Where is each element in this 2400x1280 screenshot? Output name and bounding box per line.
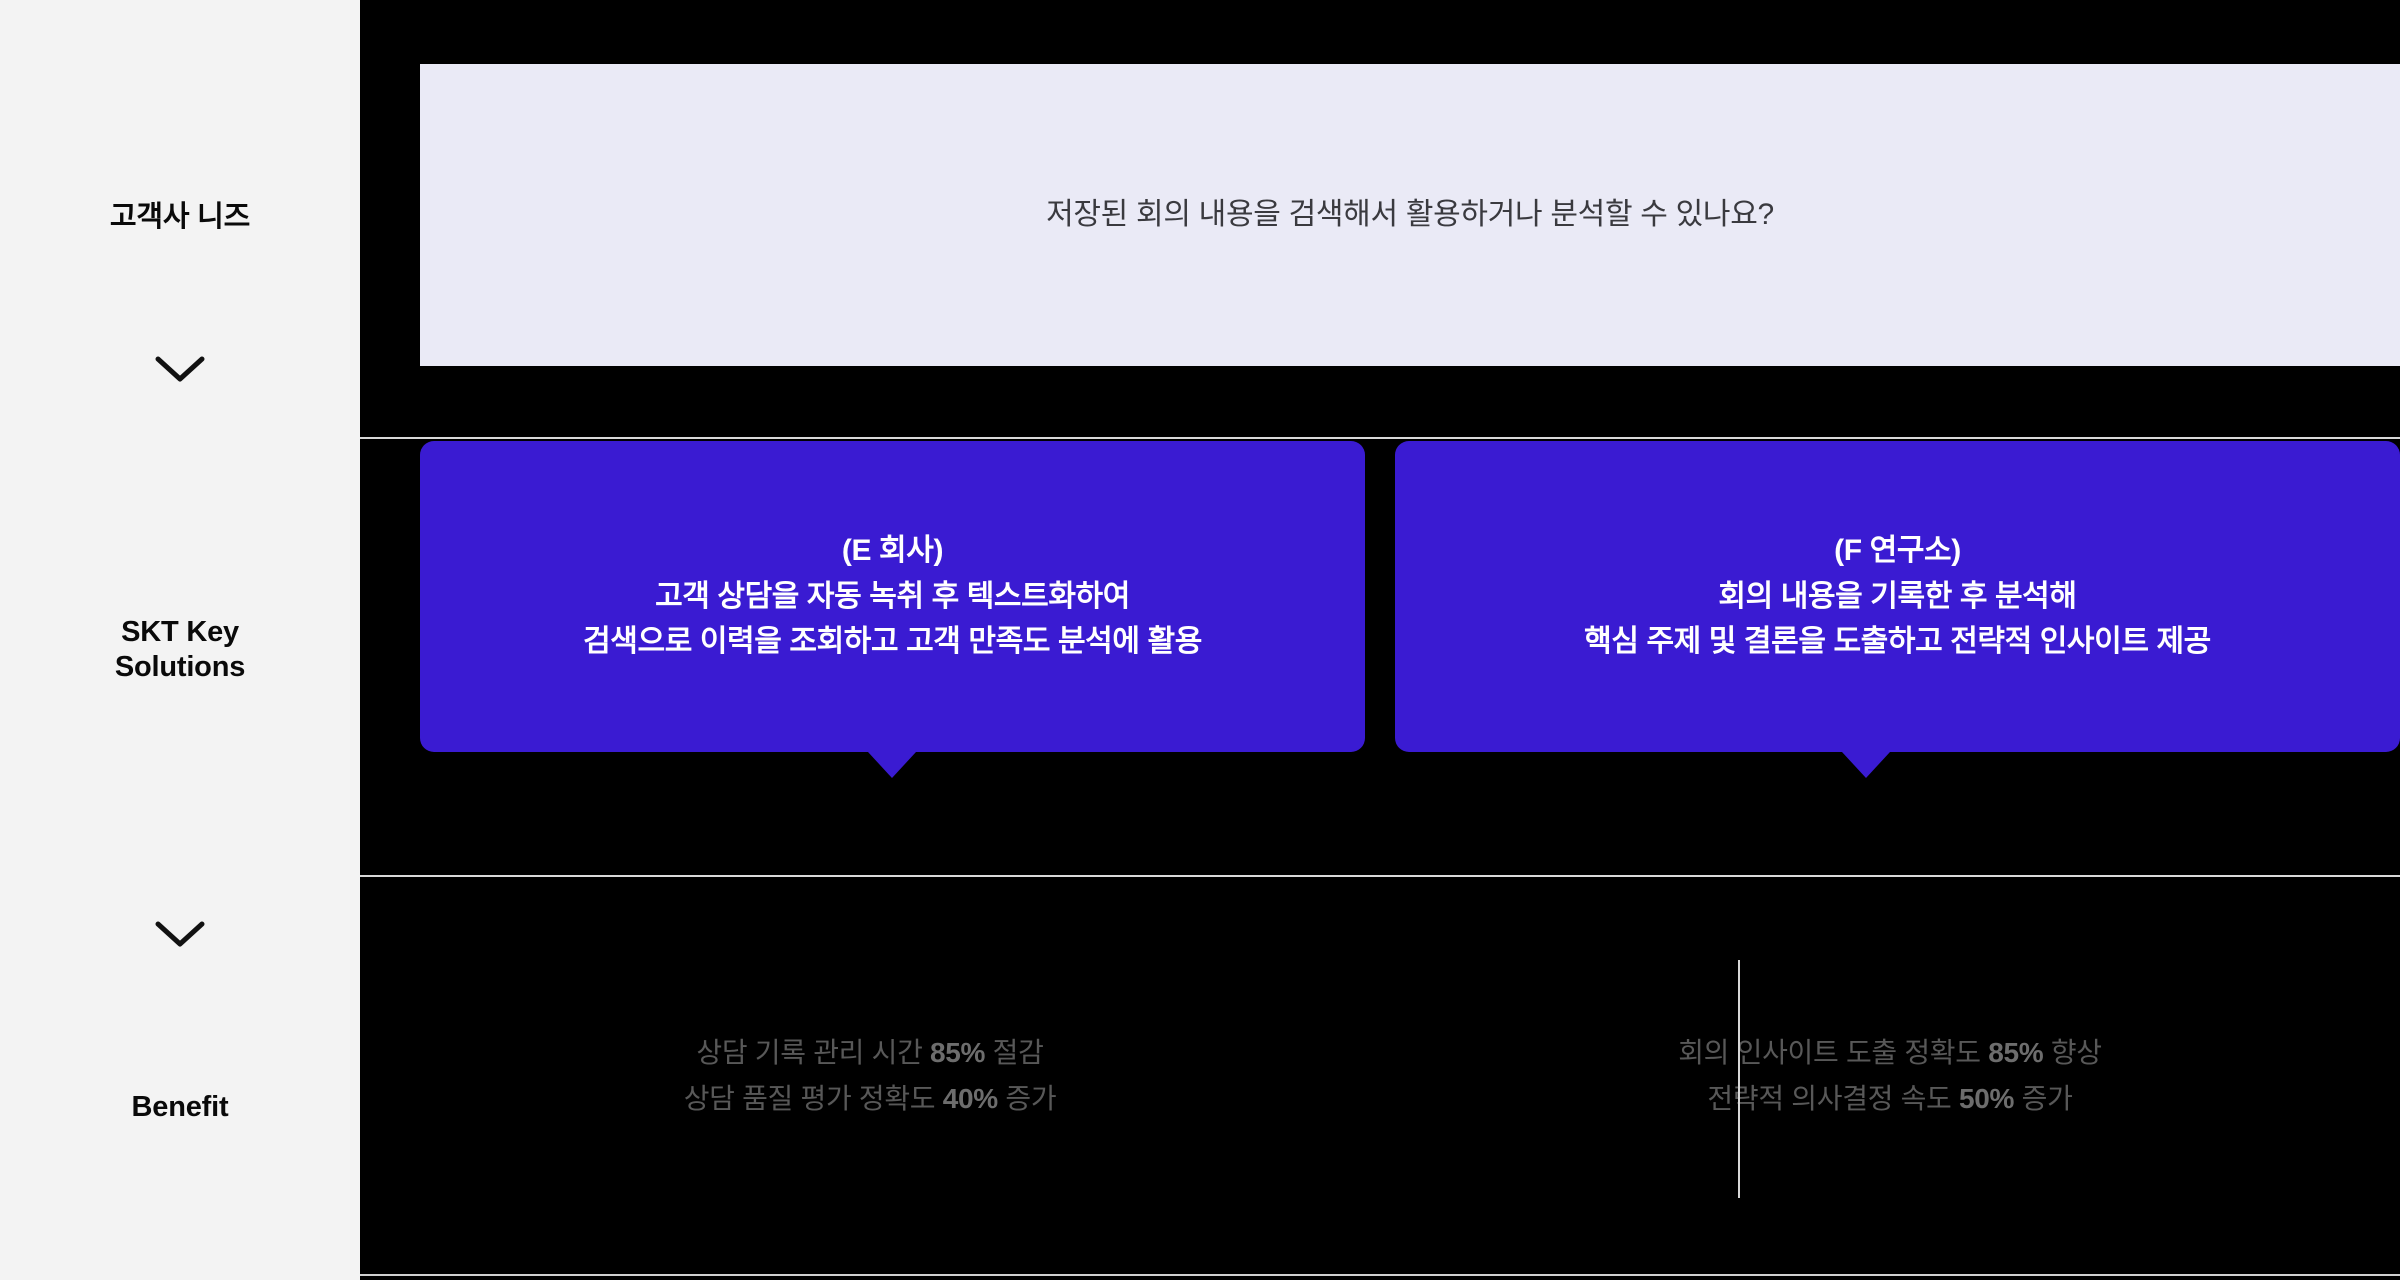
solution-card-e-line2: 검색으로 이력을 조회하고 고객 만족도 분석에 활용 [583, 625, 1202, 659]
benefit-e-row1-pre: 상담 기록 관리 시간 [696, 1037, 931, 1069]
benefit-e-row2-post: 증가 [997, 1082, 1057, 1114]
bottom-divider [360, 1274, 2400, 1276]
benefit-f-row2: 전략적 의사결정 속도 50% 증가 [1707, 1076, 2072, 1121]
stage-label-benefit: Benefit [0, 1090, 360, 1125]
solution-card-f-pointer [1842, 752, 1890, 778]
benefit-f-row1-post: 향상 [2043, 1037, 2102, 1069]
customer-needs-banner: 저장된 회의 내용을 검색해서 활용하거나 분석할 수 있나요? [420, 64, 2400, 366]
solution-card-f-line2: 핵심 주제 및 결론을 도출하고 전략적 인사이트 제공 [1584, 625, 2211, 659]
benefit-f-row2-value: 50% [1959, 1082, 2015, 1114]
stage-label-needs-text: 고객사 니즈 [109, 201, 251, 233]
benefit-column-divider [1738, 960, 1740, 1198]
benefit-f-row2-post: 증가 [2014, 1082, 2073, 1114]
stage-rail: 고객사 니즈 SKT Key Solutions Benefit [0, 0, 360, 1280]
benefit-e-row2-value: 40% [942, 1082, 998, 1114]
stage-label-solutions-line2: Solutions [114, 651, 246, 684]
solution-card-f-company: (F 연구소) [1834, 534, 1961, 568]
content-area: 저장된 회의 내용을 검색해서 활용하거나 분석할 수 있나요? (E 회사) … [360, 0, 2400, 1280]
customer-needs-question: 저장된 회의 내용을 검색해서 활용하거나 분석할 수 있나요? [1046, 198, 1774, 232]
benefit-e-row2: 상담 품질 평가 정확도 40% 증가 [684, 1076, 1057, 1121]
benefit-f-row1-pre: 회의 인사이트 도출 정확도 [1678, 1037, 1989, 1069]
benefit-e-row1: 상담 기록 관리 시간 85% 절감 [696, 1030, 1043, 1075]
solution-card-f[interactable]: (F 연구소) 회의 내용을 기록한 후 분석해 핵심 주제 및 결론을 도출하… [1395, 441, 2400, 752]
benefit-col-f: 회의 인사이트 도출 정확도 85% 향상 전략적 의사결정 속도 50% 증가 [1380, 877, 2400, 1274]
benefit-f-row1-value: 85% [1988, 1037, 2044, 1069]
benefit-f-row2-pre: 전략적 의사결정 속도 [1707, 1082, 1960, 1114]
stage-label-solutions: SKT Key Solutions [0, 615, 360, 686]
benefit-e-row2-pre: 상담 품질 평가 정확도 [683, 1082, 943, 1114]
benefit-col-e: 상담 기록 관리 시간 85% 절감 상담 품질 평가 정확도 40% 증가 [360, 877, 1380, 1274]
solution-card-e[interactable]: (E 회사) 고객 상담을 자동 녹취 후 텍스트화하여 검색으로 이력을 조회… [420, 441, 1365, 752]
solution-card-e-company: (E 회사) [841, 534, 944, 568]
stage-label-benefit-text: Benefit [131, 1091, 229, 1123]
chevron-down-icon [155, 355, 205, 383]
benefit-f-row1: 회의 인사이트 도출 정확도 85% 향상 [1678, 1030, 2102, 1075]
solution-card-e-pointer [868, 752, 916, 778]
solution-card-f-line1: 회의 내용을 기록한 후 분석해 [1718, 579, 2077, 613]
stage-connector-1 [0, 355, 360, 383]
stage-label-solutions-line1: SKT Key [121, 616, 239, 648]
band-divider-solutions-benefit [360, 875, 2400, 877]
stage-connector-2 [0, 920, 360, 948]
benefit-row: 상담 기록 관리 시간 85% 절감 상담 품질 평가 정확도 40% 증가 회… [360, 877, 2400, 1274]
chevron-down-icon [155, 920, 205, 948]
stage-label-needs: 고객사 니즈 [0, 200, 360, 235]
solution-card-e-line1: 고객 상담을 자동 녹취 후 텍스트화하여 [655, 579, 1130, 613]
benefit-e-row1-value: 85% [930, 1037, 986, 1069]
band-divider-needs-solutions [360, 437, 2400, 439]
benefit-e-row1-post: 절감 [985, 1037, 1044, 1069]
